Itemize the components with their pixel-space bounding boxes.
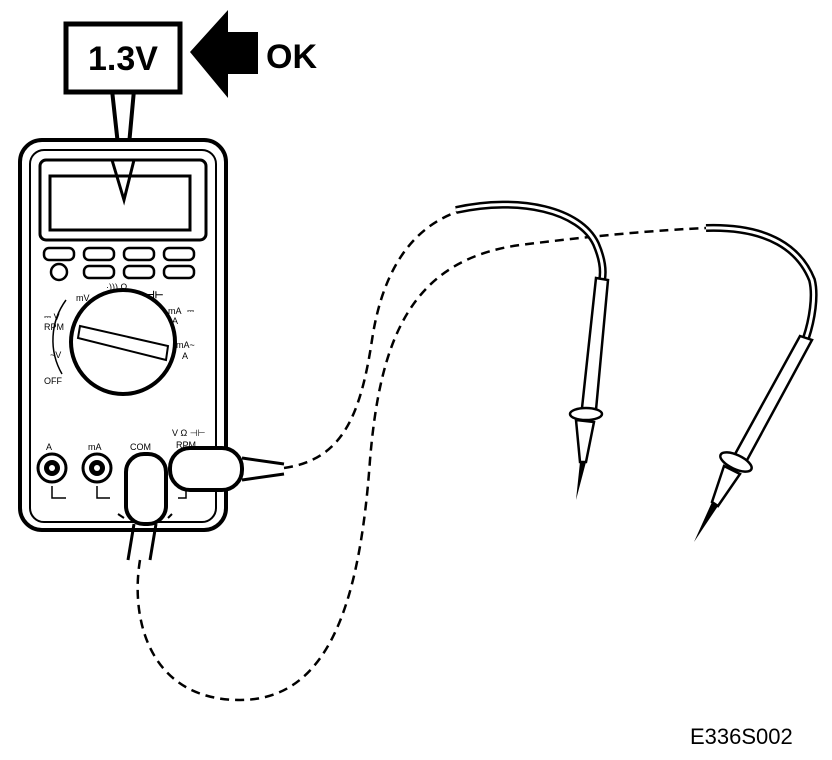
jack-label-a: A (46, 442, 52, 452)
callout-box (63, 21, 183, 95)
jack-a[interactable] (36, 452, 68, 484)
meter-face (29, 149, 217, 523)
red-test-lead (283, 206, 471, 470)
power-button[interactable] (49, 262, 69, 282)
rotary-selector[interactable] (52, 288, 177, 396)
dial-label-capacitance: ⊣⊢ (146, 290, 164, 301)
dial-arc (52, 299, 67, 375)
function-buttons[interactable] (42, 246, 196, 282)
reading-value: 1.3V (88, 40, 158, 78)
function-button[interactable] (162, 264, 196, 280)
reading-callout: 1.3V (63, 21, 183, 201)
function-button[interactable] (82, 264, 116, 280)
probe-red (455, 200, 610, 500)
function-button[interactable] (82, 246, 116, 262)
probe-black (694, 223, 818, 542)
dial-label-mv: mV (76, 293, 90, 303)
jack-label-com: COM (130, 442, 151, 452)
jack-label-v-ohm: V Ω ⊣⊢ (172, 428, 206, 438)
dial-label-ma: mA (168, 306, 182, 316)
function-button[interactable] (42, 246, 76, 262)
dial-label-dc-v: ⎓ V (44, 312, 60, 322)
multimeter: mV ·))) Ω ⊣⊢ mA ⎓ A ⎓ V RPM ~V OFF mA~ A… (18, 138, 228, 532)
selector-dial[interactable] (69, 288, 177, 396)
jack-label-rpm: RPM (176, 440, 196, 450)
v-plug[interactable] (168, 446, 285, 492)
function-button[interactable] (162, 246, 196, 262)
function-button[interactable] (122, 264, 156, 280)
arrow-left-icon (190, 10, 258, 98)
figure-id: E336S002 (690, 724, 793, 749)
dial-label-continuity: ·))) Ω (106, 282, 127, 292)
function-button[interactable] (122, 246, 156, 262)
dial-label-off: OFF (44, 376, 62, 386)
selector-pointer (76, 324, 170, 362)
dial-label-ma-a: A (172, 316, 178, 326)
jack-ma[interactable] (81, 452, 113, 484)
jack-label-ma: mA (88, 442, 102, 452)
jack-bracket-ma (96, 486, 110, 499)
dial-label-ma-ac: mA~ (176, 340, 195, 350)
com-plug[interactable] (117, 452, 173, 561)
verdict-label: OK (266, 38, 317, 76)
dial-label-ac-v: ~V (50, 350, 61, 360)
dial-label-rpm: RPM (44, 322, 64, 332)
dial-label-ma-tiny: ⎓ (187, 306, 194, 316)
dial-label-a: A (182, 351, 188, 361)
jack-bracket-a (51, 486, 66, 499)
callout-pointer-inner (110, 159, 136, 206)
black-test-lead (136, 226, 707, 702)
